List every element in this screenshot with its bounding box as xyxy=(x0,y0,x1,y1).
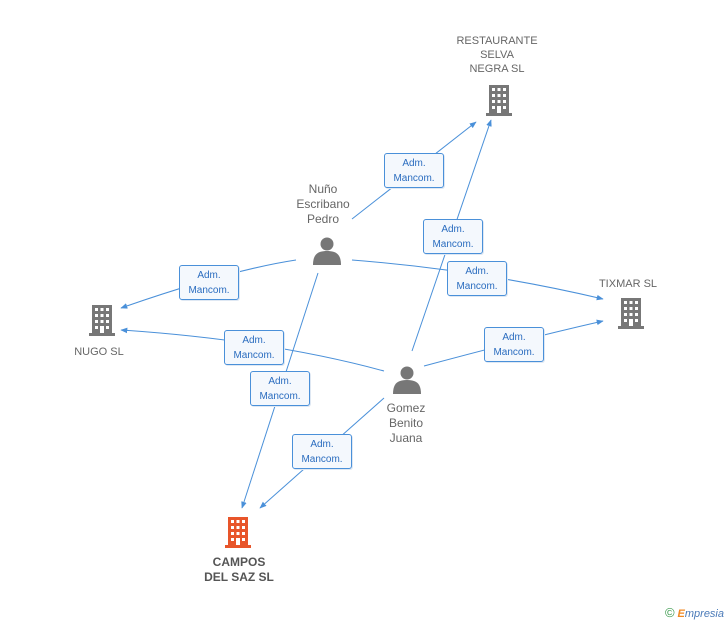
copyright-icon: © xyxy=(664,605,675,620)
relation-role-line2: Mancom. xyxy=(493,347,535,358)
relation-box-nuno-tixmar[interactable]: Adm. Mancom. xyxy=(447,261,507,296)
relation-role-line2: Mancom. xyxy=(259,391,301,402)
relation-box-nuno-nugo[interactable]: Adm. Mancom. xyxy=(179,265,239,300)
relation-box-nuno-restaurante[interactable]: Adm. Mancom. xyxy=(384,153,444,188)
nugo-label[interactable]: NUGO SL xyxy=(74,346,124,358)
relation-box-nuno-campos[interactable]: Adm. Mancom. xyxy=(250,371,310,406)
campos-building-icon[interactable] xyxy=(225,517,251,548)
edge-layer xyxy=(120,119,604,509)
relation-box-gomez-campos[interactable]: Adm. Mancom. xyxy=(292,434,352,469)
relation-box-gomez-tixmar[interactable]: Adm. Mancom. xyxy=(484,327,544,362)
brand-logo-text: mpresia xyxy=(684,608,724,620)
relation-role-line1: Adm. xyxy=(402,158,426,169)
relation-role-line1: Adm. xyxy=(242,335,266,346)
nugo-building-icon[interactable] xyxy=(89,305,115,336)
brand-logo-initial: E xyxy=(677,608,685,620)
relation-role-line2: Mancom. xyxy=(301,454,343,465)
nuno-person-icon[interactable] xyxy=(313,237,341,266)
relation-box-gomez-nugo[interactable]: Adm. Mancom. xyxy=(224,330,284,365)
relation-role-line2: Mancom. xyxy=(432,239,474,250)
relation-role-line1: Adm. xyxy=(268,376,292,387)
tixmar-label[interactable]: TIXMAR SL xyxy=(598,278,658,290)
relation-role-line2: Mancom. xyxy=(393,173,435,184)
relation-role-line2: Mancom. xyxy=(188,285,230,296)
restaurante-label[interactable]: RESTAURANTE SELVA NEGRA SL xyxy=(456,35,538,75)
relation-role-line2: Mancom. xyxy=(233,350,275,361)
relation-role-line2: Mancom. xyxy=(456,281,498,292)
relation-role-line1: Adm. xyxy=(441,224,465,235)
gomez-person-icon[interactable] xyxy=(393,366,421,395)
relation-role-line1: Adm. xyxy=(465,266,489,277)
relation-role-line1: Adm. xyxy=(197,270,221,281)
restaurante-building-icon[interactable] xyxy=(486,85,512,116)
nuno-label[interactable]: Nuño Escribano Pedro xyxy=(296,182,350,226)
relation-role-line1: Adm. xyxy=(502,332,526,343)
relation-box-gomez-restaurante[interactable]: Adm. Mancom. xyxy=(423,219,483,254)
relation-role-line1: Adm. xyxy=(310,439,334,450)
campos-label[interactable]: CAMPOS DEL SAZ SL xyxy=(204,555,274,584)
gomez-label[interactable]: Gomez Benito Juana xyxy=(386,401,426,445)
brand-footer: ©Empresia xyxy=(665,605,724,620)
tixmar-building-icon[interactable] xyxy=(618,298,644,329)
